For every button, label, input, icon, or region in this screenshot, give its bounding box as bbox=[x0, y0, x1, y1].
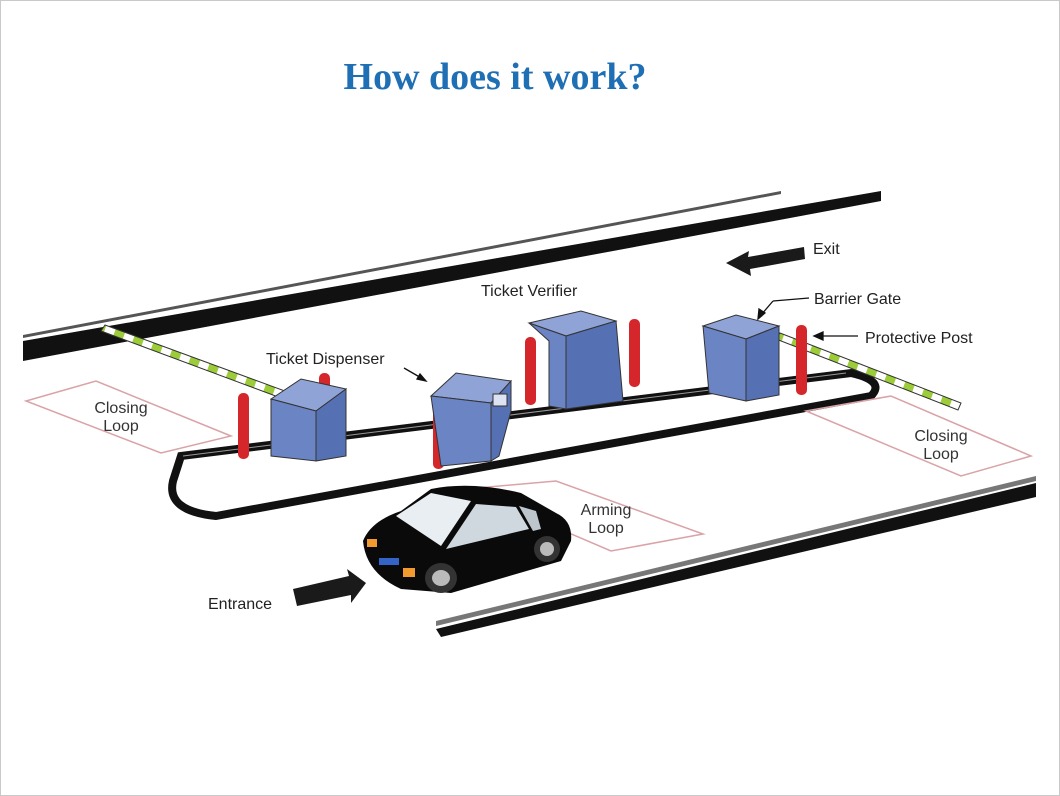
exit-arrow-icon bbox=[726, 247, 805, 276]
pointer-lines bbox=[403, 297, 858, 383]
ticket-dispenser-label: Ticket Dispenser bbox=[266, 351, 385, 368]
arming-loop-label-2: Loop bbox=[588, 520, 624, 537]
closing-loop-left-label-1: Closing bbox=[94, 400, 147, 417]
ticket-verifier-label: Ticket Verifier bbox=[481, 283, 578, 300]
arming-loop-label-1: Arming bbox=[581, 502, 632, 519]
entry-barrier-gate bbox=[269, 378, 348, 462]
car bbox=[363, 485, 572, 593]
closing-loop-right-label-1: Closing bbox=[914, 428, 967, 445]
entrance-arrow-icon bbox=[293, 569, 366, 606]
road-edges bbox=[23, 191, 1036, 637]
exit-barrier-gate bbox=[701, 314, 781, 402]
ticket-verifier bbox=[527, 310, 624, 410]
exit-label: Exit bbox=[813, 241, 840, 258]
protective-post-label: Protective Post bbox=[865, 330, 973, 347]
closing-loop-left: Closing Loop bbox=[23, 380, 234, 454]
closing-loop-right-label-2: Loop bbox=[923, 446, 959, 463]
page-title: How does it work? bbox=[343, 56, 647, 98]
ticket-dispenser bbox=[429, 372, 513, 467]
barrier-gate-label: Barrier Gate bbox=[814, 291, 901, 308]
closing-loop-right: Closing Loop bbox=[803, 395, 1034, 477]
entrance-label: Entrance bbox=[208, 596, 272, 613]
entry-barrier-arm bbox=[100, 324, 294, 402]
closing-loop-left-label-2: Loop bbox=[103, 418, 139, 435]
